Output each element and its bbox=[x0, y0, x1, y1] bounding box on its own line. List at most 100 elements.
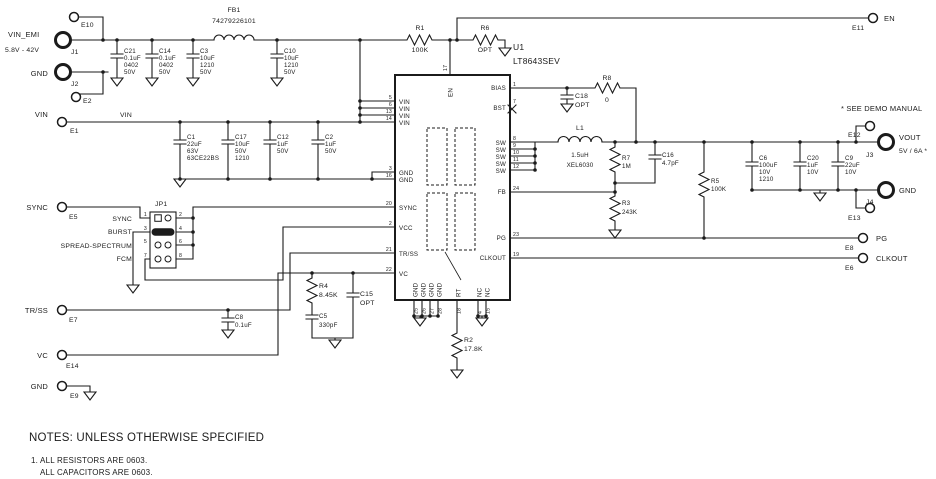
svg-text:8: 8 bbox=[513, 136, 516, 142]
svg-text:0.1uF: 0.1uF bbox=[235, 322, 252, 329]
svg-text:VIN: VIN bbox=[399, 120, 410, 127]
junction-dots bbox=[101, 38, 858, 318]
svg-text:GND: GND bbox=[399, 170, 414, 177]
wire-sync bbox=[66, 206, 396, 260]
e5-label: SYNC bbox=[26, 203, 48, 212]
svg-text:1210: 1210 bbox=[235, 155, 250, 162]
svg-text:50V: 50V bbox=[200, 69, 212, 76]
e10-ref: E10 bbox=[81, 22, 94, 29]
e9-label: GND bbox=[31, 382, 49, 391]
wire-ic-nc bbox=[477, 299, 487, 319]
svg-text:VC: VC bbox=[399, 271, 408, 278]
svg-text:C14: C14 bbox=[159, 48, 171, 55]
e7-ref: E7 bbox=[69, 317, 78, 324]
ic-body bbox=[394, 74, 511, 301]
ic-en-pin-number: 17 bbox=[443, 65, 449, 71]
svg-text:C20: C20 bbox=[807, 155, 819, 162]
c3-labels: C3 10uF 1210 50V bbox=[200, 48, 215, 76]
svg-text:GND: GND bbox=[429, 282, 436, 297]
svg-text:10uF: 10uF bbox=[235, 141, 250, 148]
svg-text:TR/SS: TR/SS bbox=[399, 251, 418, 258]
jack-j3 bbox=[877, 133, 895, 151]
e12-ref: E12 bbox=[848, 132, 861, 139]
c20-labels: C20 1uF 10V bbox=[807, 155, 819, 176]
c2-labels: C2 1uF 50V bbox=[325, 134, 337, 155]
svg-text:11: 11 bbox=[513, 157, 519, 163]
j3-spec: 5V / 6A * bbox=[899, 148, 927, 155]
turret-e13 bbox=[864, 202, 876, 214]
ic-bottom-pin-names: GND GND GND GND RT NC NC bbox=[413, 282, 492, 297]
e11-label: EN bbox=[884, 14, 895, 23]
turret-e9 bbox=[56, 380, 68, 392]
jp1-body bbox=[149, 211, 177, 269]
resistor-r2-symbol bbox=[450, 299, 464, 371]
svg-text:26: 26 bbox=[422, 308, 428, 314]
svg-text:4: 4 bbox=[179, 226, 182, 232]
j1-ref: J1 bbox=[71, 49, 79, 56]
turret-e5 bbox=[56, 201, 68, 213]
resistor-r8-symbol bbox=[591, 81, 624, 95]
c12-labels: C12 1uF 50V bbox=[277, 134, 289, 155]
svg-text:10uF: 10uF bbox=[284, 55, 299, 62]
c14-labels: C14 0.1uF 0402 50V bbox=[159, 48, 176, 76]
ic-en-pin-name: EN bbox=[448, 88, 455, 97]
ground-symbols bbox=[82, 47, 828, 401]
svg-text:SW: SW bbox=[496, 147, 506, 154]
c16-labels: C16 4.7pF bbox=[662, 152, 679, 167]
svg-text:9: 9 bbox=[513, 143, 516, 149]
r5-ref: R5 bbox=[711, 178, 720, 185]
svg-text:SW: SW bbox=[496, 154, 506, 161]
ic-right-pin-names: BIAS BST SW SW SW SW SW FB PG CLKOUT bbox=[480, 85, 506, 262]
svg-text:50V: 50V bbox=[277, 148, 289, 155]
turret-e11 bbox=[867, 12, 879, 24]
svg-text:C3: C3 bbox=[200, 48, 209, 55]
j4-ref: J4 bbox=[866, 199, 874, 206]
j3-ref: J3 bbox=[866, 152, 874, 159]
wire-vin-emi bbox=[71, 16, 405, 55]
capacitor-symbols bbox=[110, 34, 845, 323]
svg-text:5: 5 bbox=[144, 239, 147, 245]
jp1-ref: JP1 bbox=[155, 201, 167, 208]
r1-ref: R1 bbox=[415, 25, 424, 32]
svg-text:330pF: 330pF bbox=[319, 322, 338, 329]
svg-text:18: 18 bbox=[457, 308, 463, 314]
r8-ref: R8 bbox=[602, 75, 611, 82]
jp1-pin bbox=[164, 214, 172, 222]
jp1-pin bbox=[164, 255, 172, 263]
resistor-symbols bbox=[305, 33, 711, 371]
svg-text:14: 14 bbox=[386, 116, 392, 122]
svg-text:GND: GND bbox=[437, 282, 444, 297]
capacitor-plates bbox=[110, 53, 845, 323]
svg-text:50V: 50V bbox=[235, 148, 247, 155]
vin-net-label: VIN bbox=[120, 112, 132, 119]
svg-text:1: 1 bbox=[513, 82, 516, 88]
r2-value: 17.8K bbox=[464, 346, 483, 353]
svg-text:OPT: OPT bbox=[575, 102, 590, 109]
ic-ref: U1 bbox=[513, 42, 524, 52]
ic-right-pin-numbers: 1 7 8 9 10 11 12 24 23 19 bbox=[513, 82, 519, 258]
svg-text:C18: C18 bbox=[575, 93, 588, 100]
terminal-circles bbox=[54, 11, 895, 392]
svg-text:50V: 50V bbox=[159, 69, 171, 76]
svg-text:1210: 1210 bbox=[200, 62, 215, 69]
svg-text:5: 5 bbox=[389, 95, 392, 101]
notes-line-2: ALL CAPACITORS ARE 0603. bbox=[40, 468, 153, 477]
svg-text:10V: 10V bbox=[845, 169, 857, 176]
svg-text:0402: 0402 bbox=[124, 62, 139, 69]
svg-text:C9: C9 bbox=[845, 155, 854, 162]
j2-label: GND bbox=[31, 69, 49, 78]
svg-text:12: 12 bbox=[513, 164, 519, 170]
r6-value: OPT bbox=[478, 47, 493, 54]
svg-text:27: 27 bbox=[430, 308, 436, 314]
jp1-pin1-square bbox=[154, 214, 162, 222]
svg-text:C15: C15 bbox=[360, 291, 373, 298]
c21-labels: C21 0.1uF 0402 50V bbox=[124, 48, 141, 76]
c17-labels: C17 10uF 50V 1210 bbox=[235, 134, 250, 162]
svg-text:1210: 1210 bbox=[759, 176, 774, 183]
resistor-r6-symbol bbox=[469, 33, 502, 47]
svg-text:SW: SW bbox=[496, 168, 506, 175]
jp1-pin bbox=[164, 241, 172, 249]
svg-text:8: 8 bbox=[179, 253, 182, 259]
ic-bottom-pin-numbers: 25 26 27 28 18 4 15 bbox=[414, 308, 492, 314]
